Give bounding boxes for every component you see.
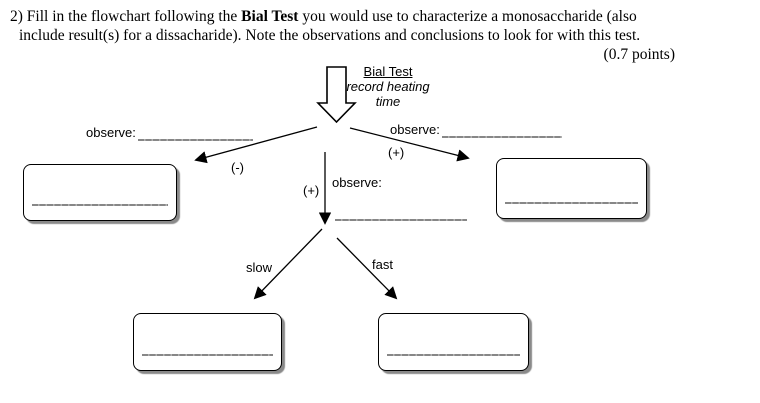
flowchart-title: Bial Test bbox=[363, 64, 413, 79]
question-line-1: 2) Fill in the flowchart following the B… bbox=[0, 7, 760, 26]
observe-label-left: observe: bbox=[86, 125, 136, 140]
slow-label: slow bbox=[246, 260, 273, 275]
observe-blank-center[interactable] bbox=[335, 219, 467, 221]
sign-positive-center-label: (+) bbox=[303, 183, 320, 198]
sign-positive-right-label: (+) bbox=[388, 145, 405, 160]
flowchart-subtitle-line1: record heating bbox=[346, 79, 430, 94]
arrow-negative-branch-icon bbox=[194, 126, 318, 164]
fast-label: fast bbox=[372, 257, 393, 272]
sign-negative-label: (-) bbox=[231, 160, 244, 175]
question-line1-after: you would use to characterize a monosacc… bbox=[298, 8, 637, 25]
answer-box-negative[interactable] bbox=[23, 164, 177, 221]
question-text: 2) Fill in the flowchart following the B… bbox=[0, 7, 760, 64]
observe-blank-right[interactable] bbox=[442, 136, 562, 138]
question-line1-before: 2) Fill in the flowchart following the bbox=[10, 8, 242, 25]
answer-box-positive-right[interactable] bbox=[496, 158, 647, 219]
answer-blank-positive-right[interactable] bbox=[505, 202, 638, 204]
question-line1-bold-term: Bial Test bbox=[241, 8, 299, 25]
flowchart-subtitle: record heating time bbox=[330, 79, 446, 109]
observe-label-center: observe: bbox=[332, 175, 382, 190]
question-line-2: include result(s) for a dissacharide). N… bbox=[19, 27, 641, 44]
answer-blank-negative[interactable] bbox=[32, 204, 168, 206]
answer-blank-slow[interactable] bbox=[142, 354, 273, 356]
answer-blank-fast[interactable] bbox=[387, 354, 520, 356]
observe-blank-left[interactable] bbox=[138, 139, 253, 141]
answer-box-slow[interactable] bbox=[133, 313, 282, 371]
answer-box-fast[interactable] bbox=[378, 313, 529, 371]
observe-label-right: observe: bbox=[390, 122, 440, 137]
flowchart-subtitle-line2: time bbox=[375, 94, 401, 109]
question-points: (0.7 points) bbox=[603, 46, 675, 63]
